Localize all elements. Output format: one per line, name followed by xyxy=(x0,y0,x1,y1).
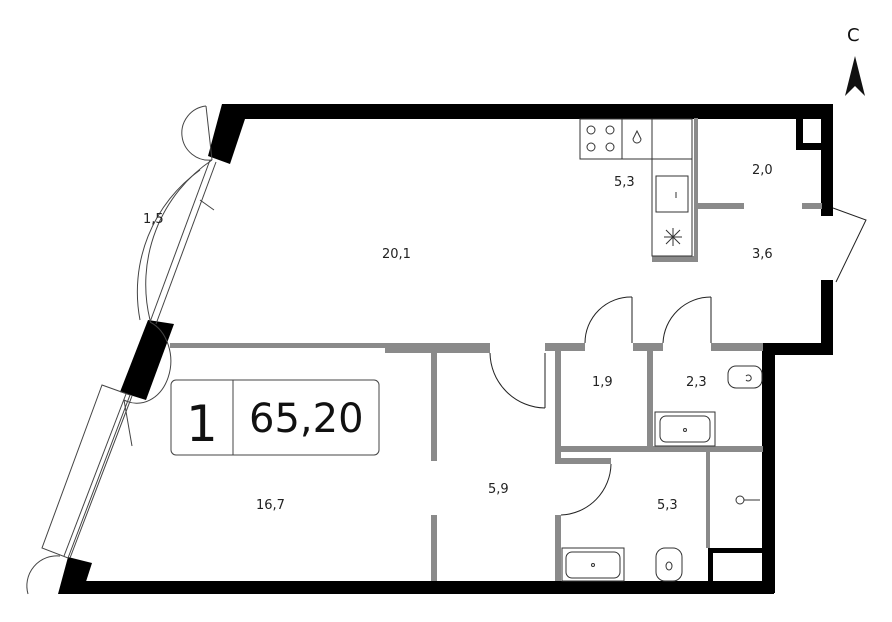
interior-walls xyxy=(170,118,822,581)
room-area-hall: 5,9 xyxy=(488,482,509,497)
room-area-wc-small: 1,9 xyxy=(592,375,613,390)
room-area-bedroom: 16,7 xyxy=(256,498,285,513)
kitchen-fixtures xyxy=(579,118,693,257)
bathroom-fixtures xyxy=(561,365,763,582)
room-labels: 1,5 20,1 5,3 2,0 3,6 16,7 5,9 1,9 2,3 5,… xyxy=(143,163,773,513)
room-area-kitchen: 5,3 xyxy=(614,175,635,190)
north-arrow-icon xyxy=(845,56,865,96)
compass-north-label: С xyxy=(847,25,860,46)
room-area-entry: 3,6 xyxy=(752,247,773,262)
room-area-wc: 2,3 xyxy=(686,375,707,390)
compass: С xyxy=(845,25,865,96)
room-count: 1 xyxy=(186,395,218,453)
room-area-living: 20,1 xyxy=(382,247,411,262)
sink-icon xyxy=(655,175,689,213)
facade-windows xyxy=(26,105,217,595)
room-area-storage: 2,0 xyxy=(752,163,773,178)
exterior-walls xyxy=(58,104,833,594)
summary-badge: 1 65,20 xyxy=(170,379,380,456)
total-area: 65,20 xyxy=(249,396,364,442)
toilet-icon xyxy=(727,365,763,389)
shower-drain-icon xyxy=(735,495,745,505)
stove-icon xyxy=(579,118,623,160)
door-swings xyxy=(489,207,867,516)
room-area-balcony: 1,5 xyxy=(143,212,164,227)
room-area-bath: 5,3 xyxy=(657,498,678,513)
